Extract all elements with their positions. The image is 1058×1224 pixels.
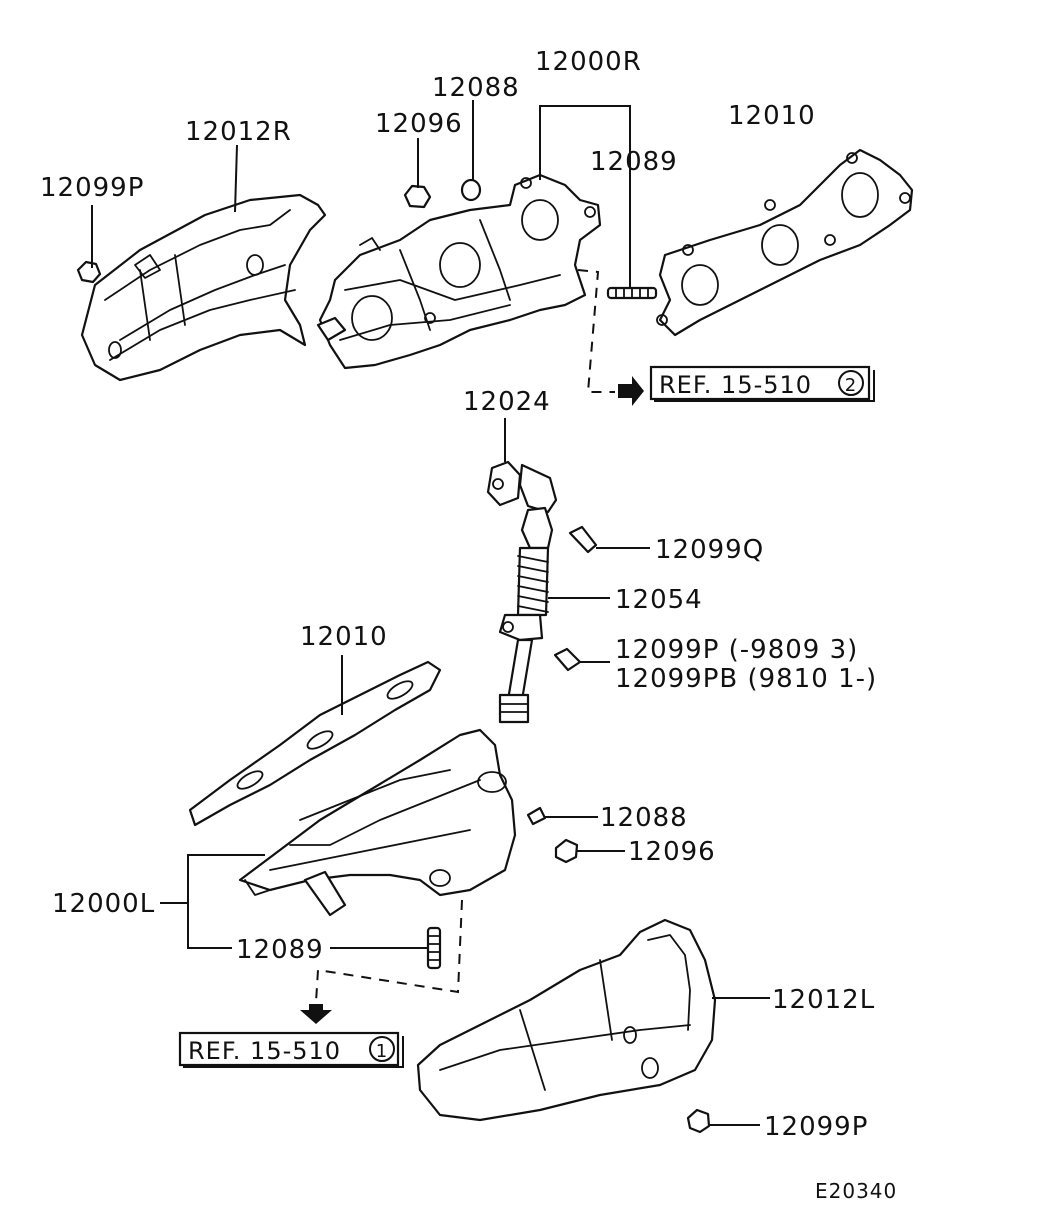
nut-12099p-bottom: [686, 1108, 711, 1134]
arrow-ref-bottom: [300, 1004, 332, 1024]
bolt-12099p-mid: [553, 647, 582, 672]
label-12088-mid: 12088: [600, 803, 688, 833]
label-12010-top: 12010: [728, 101, 816, 131]
flex-pipe-12054: [516, 546, 550, 617]
label-12099p-top: 12099P: [40, 173, 144, 203]
figure-code: E20340: [815, 1179, 897, 1203]
arrow-ref-top: [618, 376, 644, 406]
ref-bottom-circle-number: 1: [376, 1041, 388, 1062]
nut-12096-mid: [554, 838, 579, 864]
nut-12088-mid: [526, 806, 547, 826]
label-12096-top: 12096: [375, 109, 463, 139]
egr-tube-lower: [498, 613, 544, 724]
label-12099q: 12099Q: [655, 535, 764, 565]
label-12012l: 12012L: [772, 985, 875, 1015]
part-labels: 12099P 12012R 12096 12088 12000R 12089 1…: [40, 47, 897, 1203]
nut-12088-top: [460, 178, 482, 202]
label-12010-mid: 12010: [300, 622, 388, 652]
nut-12099p-top: [76, 260, 102, 284]
label-12088-top: 12088: [432, 73, 520, 103]
stud-12089-top: [606, 286, 658, 300]
label-12000r: 12000R: [535, 47, 642, 77]
ref-box-top: REF. 15-510 2: [649, 365, 875, 402]
label-12089-top: 12089: [590, 147, 678, 177]
nut-12096-top: [403, 184, 432, 209]
ref-top-text: REF. 15-510: [659, 371, 812, 399]
label-12099pb: 12099PB (9810 1-): [615, 664, 877, 694]
gasket-12010-top: [656, 148, 914, 337]
label-12000l: 12000L: [52, 889, 155, 919]
ref-bottom-text: REF. 15-510: [188, 1037, 341, 1065]
gasket-12010-mid: [188, 660, 442, 827]
label-12012r: 12012R: [185, 117, 292, 147]
leader-lines: [91, 100, 770, 1126]
label-12024: 12024: [463, 387, 551, 417]
egr-tube-12024: [486, 460, 558, 550]
label-12089-mid: 12089: [236, 935, 324, 965]
exhaust-manifold-left: [238, 728, 517, 917]
label-12099p-mid: 12099P (-9809 3): [615, 635, 858, 665]
reference-dashed-lines: [315, 269, 615, 1003]
bolt-12099q: [568, 525, 598, 554]
label-12096-mid: 12096: [628, 837, 716, 867]
heat-shield-right: [80, 193, 327, 382]
exhaust-manifold-right: [316, 173, 602, 370]
label-12054: 12054: [615, 585, 703, 615]
label-12099p-bottom: 12099P: [764, 1112, 868, 1142]
ref-top-circle-number: 2: [845, 375, 857, 396]
heat-shield-left: [416, 918, 717, 1122]
ref-box-bottom: REF. 15-510 1: [178, 1031, 404, 1068]
stud-12089-mid: [426, 926, 442, 970]
